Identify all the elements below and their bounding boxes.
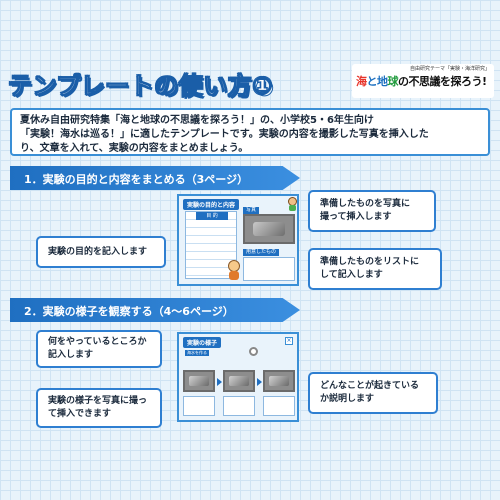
page-title-number: ① xyxy=(252,72,274,101)
callout-photo-line-2: 撮って挿入します xyxy=(320,212,392,222)
slide-3-title: 実験の目的と内容 xyxy=(183,199,240,210)
experiment-text-2 xyxy=(223,396,255,416)
callout-activity: 何をやっているところか 記入します xyxy=(36,330,162,368)
campaign-logo: 自由研究テーマ「実験・海洋研究」 海と地球の不思議を探ろう! xyxy=(352,64,494,98)
logo-subtitle: 自由研究テーマ「実験・海洋研究」 xyxy=(409,66,490,72)
callout-photo-line-1: 準備したものを写真に xyxy=(320,199,411,209)
list-tag: 用意したもの xyxy=(243,249,280,256)
intro-line-3: り、文章を入れて、実験の内容をまとめましょう。 xyxy=(20,143,249,154)
experiment-text-1 xyxy=(183,396,215,416)
logo-title-part3: 球 xyxy=(387,75,399,88)
character-icon xyxy=(287,197,299,211)
logo-title-part4: の不思議を探ろう! xyxy=(398,75,487,88)
arrow-icon xyxy=(257,378,262,386)
callout-experiment-photo: 実験の様子を写真に撮っ て挿入できます xyxy=(36,388,162,428)
experiment-text-3 xyxy=(263,396,295,416)
section-1-heading: 1．実験の目的と内容をまとめる（3ページ） xyxy=(10,166,300,190)
mascot-icon xyxy=(226,260,242,280)
photo-tag: 写真 xyxy=(243,207,260,214)
slide-4-subtag: 海水を作る xyxy=(185,350,209,356)
callout-purpose-text: 実験の目的を記入します xyxy=(48,246,148,257)
callout-explanation: どんなことが起きている か説明します xyxy=(308,372,438,414)
slide-4-title: 実験の様子 xyxy=(183,337,222,348)
slide-4-corner-icon: × xyxy=(285,337,293,345)
page-title: テンプレートの使い方① xyxy=(7,66,274,101)
list-placeholder xyxy=(243,257,295,281)
callout-explanation-line-1: どんなことが起きている xyxy=(320,381,420,391)
callout-explanation-line-2: か説明します xyxy=(320,394,375,404)
experiment-photo-3 xyxy=(263,370,295,392)
magnifier-icon xyxy=(249,347,258,356)
intro-box: 夏休み自由研究特集「海と地球の不思議を探ろう！」の、小学校5・6年生向け 「実験… xyxy=(10,108,490,156)
page-title-text: テンプレートの使い方 xyxy=(7,72,253,101)
purpose-paper-tag: 目 的 xyxy=(196,212,228,220)
callout-experiment-photo-line-1: 実験の様子を写真に撮っ xyxy=(48,396,148,406)
purpose-paper: 目 的 xyxy=(185,211,237,279)
experiment-photo-2 xyxy=(223,370,255,392)
section-2-heading: 2．実験の様子を観察する（4〜6ページ） xyxy=(10,298,300,322)
callout-photo: 準備したものを写真に 撮って挿入します xyxy=(308,190,436,232)
callout-activity-line-1: 何をやっているところか xyxy=(48,337,147,347)
slide-preview-page4: 実験の様子 × 海水を作る xyxy=(177,332,299,422)
callout-list: 準備したものをリストに して記入します xyxy=(308,248,442,290)
logo-title-part1: 海 xyxy=(356,75,367,88)
callout-experiment-photo-line-2: て挿入できます xyxy=(48,409,112,419)
callout-purpose: 実験の目的を記入します xyxy=(36,236,166,268)
callout-activity-line-2: 記入します xyxy=(48,350,94,360)
logo-title: 海と地球の不思議を探ろう! xyxy=(356,73,490,91)
intro-line-2: 「実験！海水は巡る！」に適したテンプレートです。実験の内容を撮影した写真を挿入し… xyxy=(20,129,429,140)
callout-list-line-1: 準備したものをリストに xyxy=(320,257,420,267)
experiment-photo-1 xyxy=(183,370,215,392)
arrow-icon xyxy=(217,378,222,386)
logo-title-part2: と地 xyxy=(366,75,389,88)
photo-placeholder xyxy=(243,214,295,244)
slide-preview-page3: 実験の目的と内容 目 的 写真 用意したもの xyxy=(177,194,299,286)
callout-list-line-2: して記入します xyxy=(320,270,383,280)
intro-line-1: 夏休み自由研究特集「海と地球の不思議を探ろう！」の、小学校5・6年生向け xyxy=(20,115,374,126)
